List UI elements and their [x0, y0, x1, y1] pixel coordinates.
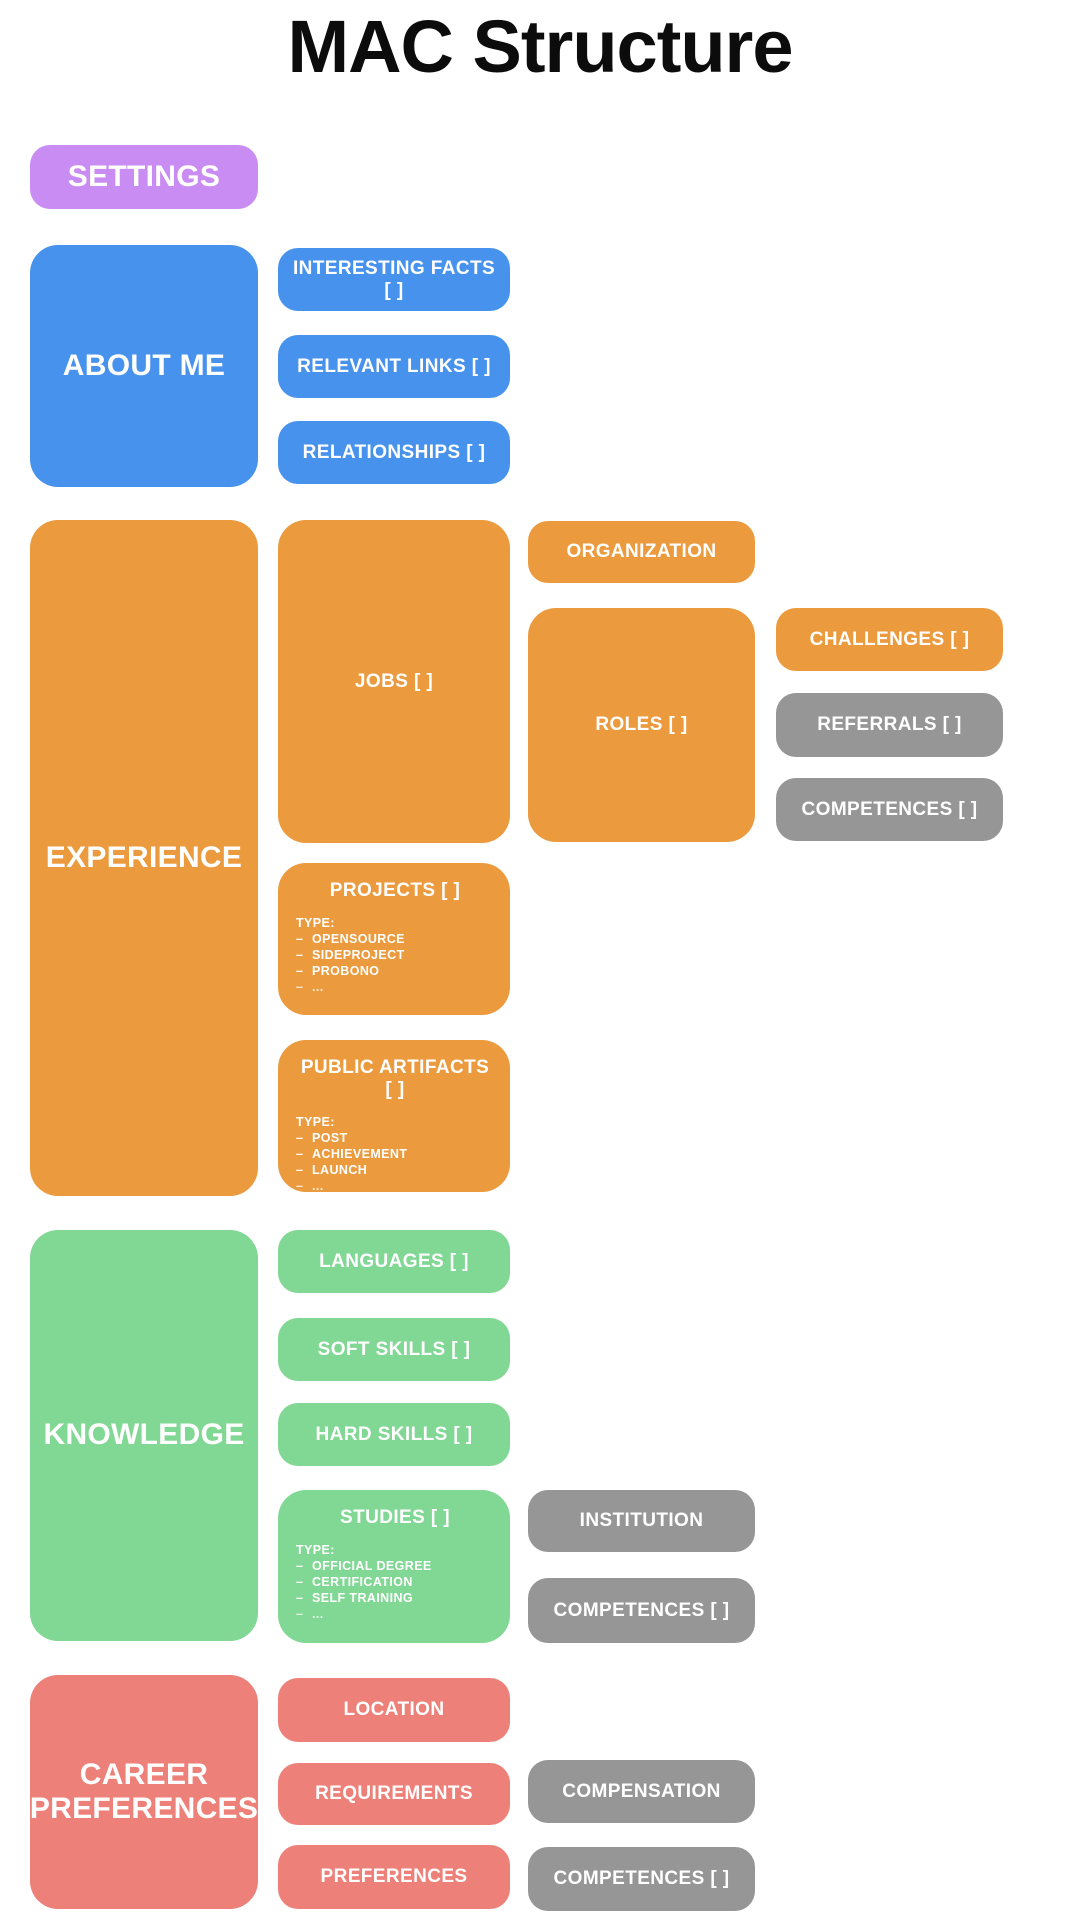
node-referrals: REFERRALS [ ]	[776, 693, 1003, 757]
projects-type-item-label: ...	[312, 980, 324, 994]
node-roles: ROLES [ ]	[528, 608, 755, 842]
node-studies: STUDIES [ ] TYPE: –OFFICIAL DEGREE –CERT…	[278, 1490, 510, 1643]
node-projects-label: PROJECTS [ ]	[329, 880, 461, 901]
node-career-preferences: CAREER PREFERENCES	[30, 1675, 258, 1909]
node-roles-competences-label: COMPETENCES [ ]	[801, 798, 978, 820]
node-institution: INSTITUTION	[528, 1490, 755, 1552]
public-artifacts-type-item: –POST	[296, 1130, 494, 1146]
dash-glyph: –	[296, 1163, 304, 1177]
projects-type-item: –...	[296, 979, 494, 995]
projects-type-item: –OPENSOURCE	[296, 931, 494, 947]
node-location-label: LOCATION	[343, 1699, 445, 1720]
studies-type-heading: TYPE:	[296, 1543, 335, 1557]
node-studies-label: STUDIES [ ]	[340, 1507, 450, 1528]
projects-type-list: TYPE: –OPENSOURCE –SIDEPROJECT –PROBONO …	[296, 915, 494, 995]
page-title: MAC Structure	[287, 5, 793, 88]
projects-type-item-label: OPENSOURCE	[312, 932, 405, 946]
node-requirements-label: REQUIREMENTS	[315, 1783, 473, 1804]
node-about-me-label: ABOUT ME	[62, 348, 226, 382]
node-public-artifacts-label: PUBLIC ARTIFACTS [ ]	[300, 1057, 490, 1100]
dash-glyph: –	[296, 1591, 304, 1605]
node-relevant-links: RELEVANT LINKS [ ]	[278, 335, 510, 398]
studies-type-item: –...	[296, 1606, 494, 1622]
studies-type-item-label: ...	[312, 1607, 324, 1621]
studies-type-item: –OFFICIAL DEGREE	[296, 1558, 494, 1574]
node-hard-skills-label: HARD SKILLS [ ]	[315, 1423, 473, 1445]
public-artifacts-type-item-label: LAUNCH	[312, 1163, 368, 1177]
dash-glyph: –	[296, 1575, 304, 1589]
node-challenges-label: CHALLENGES [ ]	[809, 628, 970, 650]
node-compensation-label: COMPENSATION	[562, 1780, 721, 1802]
dash-glyph: –	[296, 1179, 304, 1193]
node-relationships: RELATIONSHIPS [ ]	[278, 421, 510, 484]
node-interesting-facts: INTERESTING FACTS [ ]	[278, 248, 510, 311]
public-artifacts-type-item-label: ...	[312, 1179, 324, 1193]
studies-type-item-label: SELF TRAINING	[312, 1591, 414, 1605]
node-location: LOCATION	[278, 1678, 510, 1742]
public-artifacts-type-item-label: POST	[312, 1131, 348, 1145]
node-roles-label: ROLES [ ]	[595, 714, 688, 735]
node-languages-label: LANGUAGES [ ]	[319, 1250, 469, 1272]
node-roles-competences: COMPETENCES [ ]	[776, 778, 1003, 841]
node-experience: EXPERIENCE	[30, 520, 258, 1196]
studies-type-item: –SELF TRAINING	[296, 1590, 494, 1606]
node-jobs-label: JOBS [ ]	[354, 670, 434, 692]
node-experience-label: EXPERIENCE	[45, 840, 243, 874]
node-hard-skills: HARD SKILLS [ ]	[278, 1403, 510, 1466]
projects-type-heading: TYPE:	[296, 916, 335, 930]
node-languages: LANGUAGES [ ]	[278, 1230, 510, 1293]
node-studies-competences-label: COMPETENCES [ ]	[553, 1599, 730, 1621]
node-compensation: COMPENSATION	[528, 1760, 755, 1823]
node-organization: ORGANIZATION	[528, 521, 755, 583]
node-relevant-links-label: RELEVANT LINKS [ ]	[297, 355, 491, 377]
node-public-artifacts: PUBLIC ARTIFACTS [ ] TYPE: –POST –ACHIEV…	[278, 1040, 510, 1194]
node-organization-label: ORGANIZATION	[566, 541, 717, 562]
node-projects: PROJECTS [ ] TYPE: –OPENSOURCE –SIDEPROJ…	[278, 863, 510, 1015]
node-soft-skills: SOFT SKILLS [ ]	[278, 1318, 510, 1381]
dash-glyph: –	[296, 980, 304, 994]
dash-glyph: –	[296, 948, 304, 962]
dash-glyph: –	[296, 1559, 304, 1573]
public-artifacts-type-item-label: ACHIEVEMENT	[312, 1147, 408, 1161]
public-artifacts-type-list: TYPE: –POST –ACHIEVEMENT –LAUNCH –...	[296, 1114, 494, 1194]
node-settings-label: SETTINGS	[67, 159, 221, 193]
node-studies-competences: COMPETENCES [ ]	[528, 1578, 755, 1643]
node-jobs: JOBS [ ]	[278, 520, 510, 843]
dash-glyph: –	[296, 1607, 304, 1621]
node-requirements-competences: COMPETENCES [ ]	[528, 1847, 755, 1911]
node-career-preferences-label: CAREER PREFERENCES	[29, 1757, 259, 1826]
node-preferences: PREFERENCES	[278, 1845, 510, 1909]
node-relationships-label: RELATIONSHIPS [ ]	[302, 441, 486, 463]
node-soft-skills-label: SOFT SKILLS [ ]	[317, 1338, 471, 1360]
public-artifacts-type-item: –ACHIEVEMENT	[296, 1146, 494, 1162]
dash-glyph: –	[296, 1147, 304, 1161]
node-preferences-label: PREFERENCES	[320, 1866, 468, 1887]
node-about-me: ABOUT ME	[30, 245, 258, 487]
public-artifacts-type-item: –LAUNCH	[296, 1162, 494, 1178]
node-requirements: REQUIREMENTS	[278, 1763, 510, 1825]
dash-glyph: –	[296, 964, 304, 978]
public-artifacts-type-item: –...	[296, 1178, 494, 1194]
dash-glyph: –	[296, 932, 304, 946]
studies-type-item: –CERTIFICATION	[296, 1574, 494, 1590]
node-settings: SETTINGS	[30, 145, 258, 209]
node-knowledge-label: KNOWLEDGE	[43, 1418, 245, 1452]
node-challenges: CHALLENGES [ ]	[776, 608, 1003, 671]
studies-type-item-label: OFFICIAL DEGREE	[312, 1559, 432, 1573]
studies-type-list: TYPE: –OFFICIAL DEGREE –CERTIFICATION –S…	[296, 1542, 494, 1622]
projects-type-item-label: PROBONO	[312, 964, 380, 978]
projects-type-item: –PROBONO	[296, 963, 494, 979]
node-requirements-competences-label: COMPETENCES [ ]	[553, 1868, 730, 1889]
studies-type-item-label: CERTIFICATION	[312, 1575, 413, 1589]
dash-glyph: –	[296, 1131, 304, 1145]
node-institution-label: INSTITUTION	[579, 1510, 704, 1531]
public-artifacts-type-heading: TYPE:	[296, 1115, 335, 1129]
node-referrals-label: REFERRALS [ ]	[817, 714, 962, 735]
projects-type-item: –SIDEPROJECT	[296, 947, 494, 963]
node-interesting-facts-label: INTERESTING FACTS [ ]	[292, 257, 496, 301]
node-knowledge: KNOWLEDGE	[30, 1230, 258, 1641]
projects-type-item-label: SIDEPROJECT	[312, 948, 405, 962]
